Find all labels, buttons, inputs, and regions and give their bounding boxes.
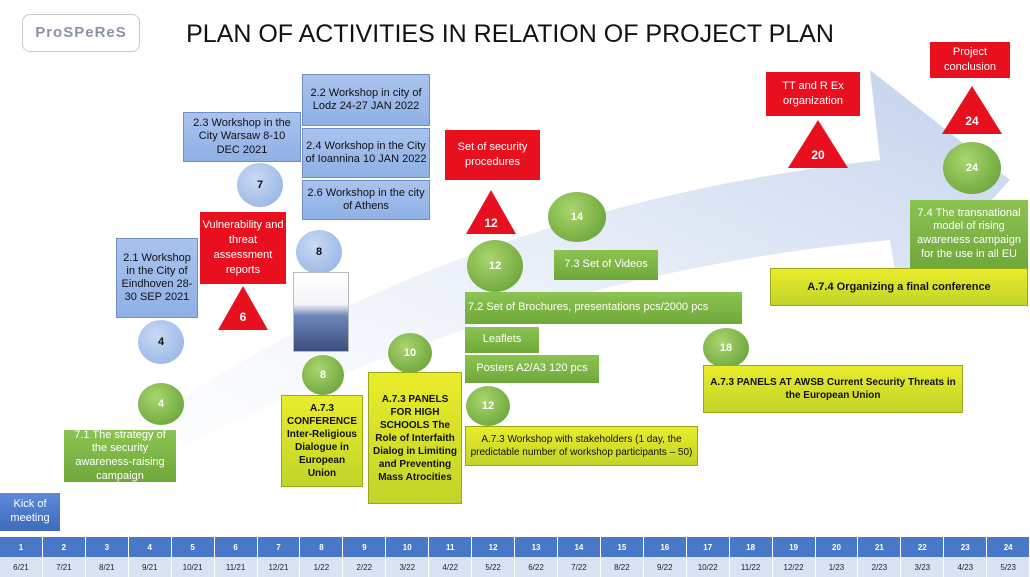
tt-rex-box: TT and R Ex organization [766,72,860,116]
timeline-number-8: 8 [300,537,344,557]
timeline-number-2: 2 [42,537,86,557]
triangle-6: 6 [218,286,268,330]
timeline-number-18: 18 [729,537,773,557]
leaflets-box: Leaflets [465,327,539,353]
workshop-athens: 2.6 Workshop in the city of Athens [302,180,430,220]
timeline-number-7: 7 [257,537,301,557]
timeline-number-12: 12 [472,537,516,557]
timeline-month-15: 8/22 [600,557,644,577]
timeline-month-1: 6/21 [0,557,43,577]
timeline-month-3: 8/21 [85,557,129,577]
timeline-number-24: 24 [987,537,1030,557]
timeline-month-10: 3/22 [386,557,430,577]
green-circle-24: 24 [943,142,1001,194]
timeline-number-21: 21 [858,537,902,557]
workshop-ioannina: 2.4 Workshop in the City of Ioannina 10 … [302,128,430,178]
milestone-circle-8: 8 [296,230,342,274]
triangle-20: 20 [788,120,848,168]
green-circle-14: 14 [548,192,606,242]
timeline-month-9: 2/22 [343,557,387,577]
workshop-eindhoven: 2.1 Workshop in the City of Eindhoven 28… [116,238,198,318]
timeline-number-20: 20 [815,537,859,557]
videos-box: 7.3 Set of Videos [554,250,658,280]
security-procedures-box: Set of security procedures [445,130,540,180]
timeline-month-13: 6/22 [515,557,558,577]
triangle-12: 12 [466,190,516,234]
brochures-box: 7.2 Set of Brochures, presentations pcs/… [465,292,742,324]
milestone-circle-4: 4 [138,320,184,364]
timeline-number-6: 6 [214,537,258,557]
project-conclusion-box: Project conclusion [930,42,1010,78]
timeline-number-5: 5 [171,537,215,557]
posters-box: Posters A2/A3 120 pcs [465,355,599,383]
prosperes-logo: ProSPeReS [22,14,140,52]
timeline-number-1: 1 [0,537,43,557]
timeline-month-20: 1/23 [815,557,859,577]
timeline-number-23: 23 [944,537,988,557]
timeline-month-16: 9/22 [643,557,687,577]
timeline-month-12: 5/22 [472,557,516,577]
timeline-month-21: 2/23 [858,557,902,577]
timeline-number-15: 15 [600,537,644,557]
timeline-number-13: 13 [515,537,558,557]
timeline-number-14: 14 [557,537,601,557]
timeline-month-19: 12/22 [772,557,816,577]
timeline-month-8: 1/22 [300,557,344,577]
triangle-24: 24 [942,86,1002,134]
timeline-number-22: 22 [901,537,945,557]
vulnerability-reports-box: Vulnerability and threat assessment repo… [200,212,286,284]
timeline-month-6: 11/21 [214,557,258,577]
green-circle-12-top: 12 [467,240,523,292]
timeline-month-17: 10/22 [686,557,730,577]
strategy-box: 7.1 The strategy of the security awarene… [64,429,176,482]
panels-high-schools-box: A.7.3 PANELS FOR HIGH SCHOOLS The Role o… [368,372,462,504]
milestone-circle-7: 7 [237,163,283,207]
timeline-month-2: 7/21 [42,557,86,577]
timeline-number-4: 4 [128,537,172,557]
timeline-month-7: 12/21 [257,557,301,577]
timeline-number-11: 11 [429,537,473,557]
green-circle-18: 18 [703,328,749,368]
timeline-month-4: 9/21 [128,557,172,577]
final-conference-box: A.7.4 Organizing a final conference [770,268,1028,306]
workshop-lodz: 2.2 Workshop in city of Lodz 24-27 JAN 2… [302,74,430,126]
panels-awsb-box: A.7.3 PANELS AT AWSB Current Security Th… [703,365,963,413]
green-circle-8: 8 [302,355,344,395]
green-circle-4: 4 [138,383,184,425]
timeline-number-19: 19 [772,537,816,557]
timeline-number-16: 16 [643,537,687,557]
timeline-month-22: 3/23 [901,557,945,577]
timeline-number-3: 3 [85,537,129,557]
page-title: PLAN OF ACTIVITIES IN RELATION OF PROJEC… [186,20,834,48]
workshop-warsaw: 2.3 Workshop in the City Warsaw 8-10 DEC… [183,112,301,162]
timeline-month-14: 7/22 [557,557,601,577]
transnational-model-box: 7.4 The transnational model of rising aw… [910,200,1028,268]
green-circle-10: 10 [388,333,432,373]
stakeholders-workshop-box: A.7.3 Workshop with stakeholders (1 day,… [465,426,698,466]
timeline-number-17: 17 [686,537,730,557]
timeline-month-5: 10/21 [171,557,215,577]
timeline-month-18: 11/22 [729,557,773,577]
green-circle-12-bottom: 12 [466,386,510,426]
timeline-month-23: 4/23 [944,557,988,577]
timeline-month-11: 4/22 [429,557,473,577]
conference-box: A.7.3 CONFERENCE Inter-Religious Dialogu… [281,395,363,487]
timeline-month-24: 5/23 [987,557,1030,577]
timeline-number-10: 10 [386,537,430,557]
kickoff-meeting-box: Kick of meeting [0,493,60,531]
timeline-number-9: 9 [343,537,387,557]
conference-poster-image [293,272,349,352]
